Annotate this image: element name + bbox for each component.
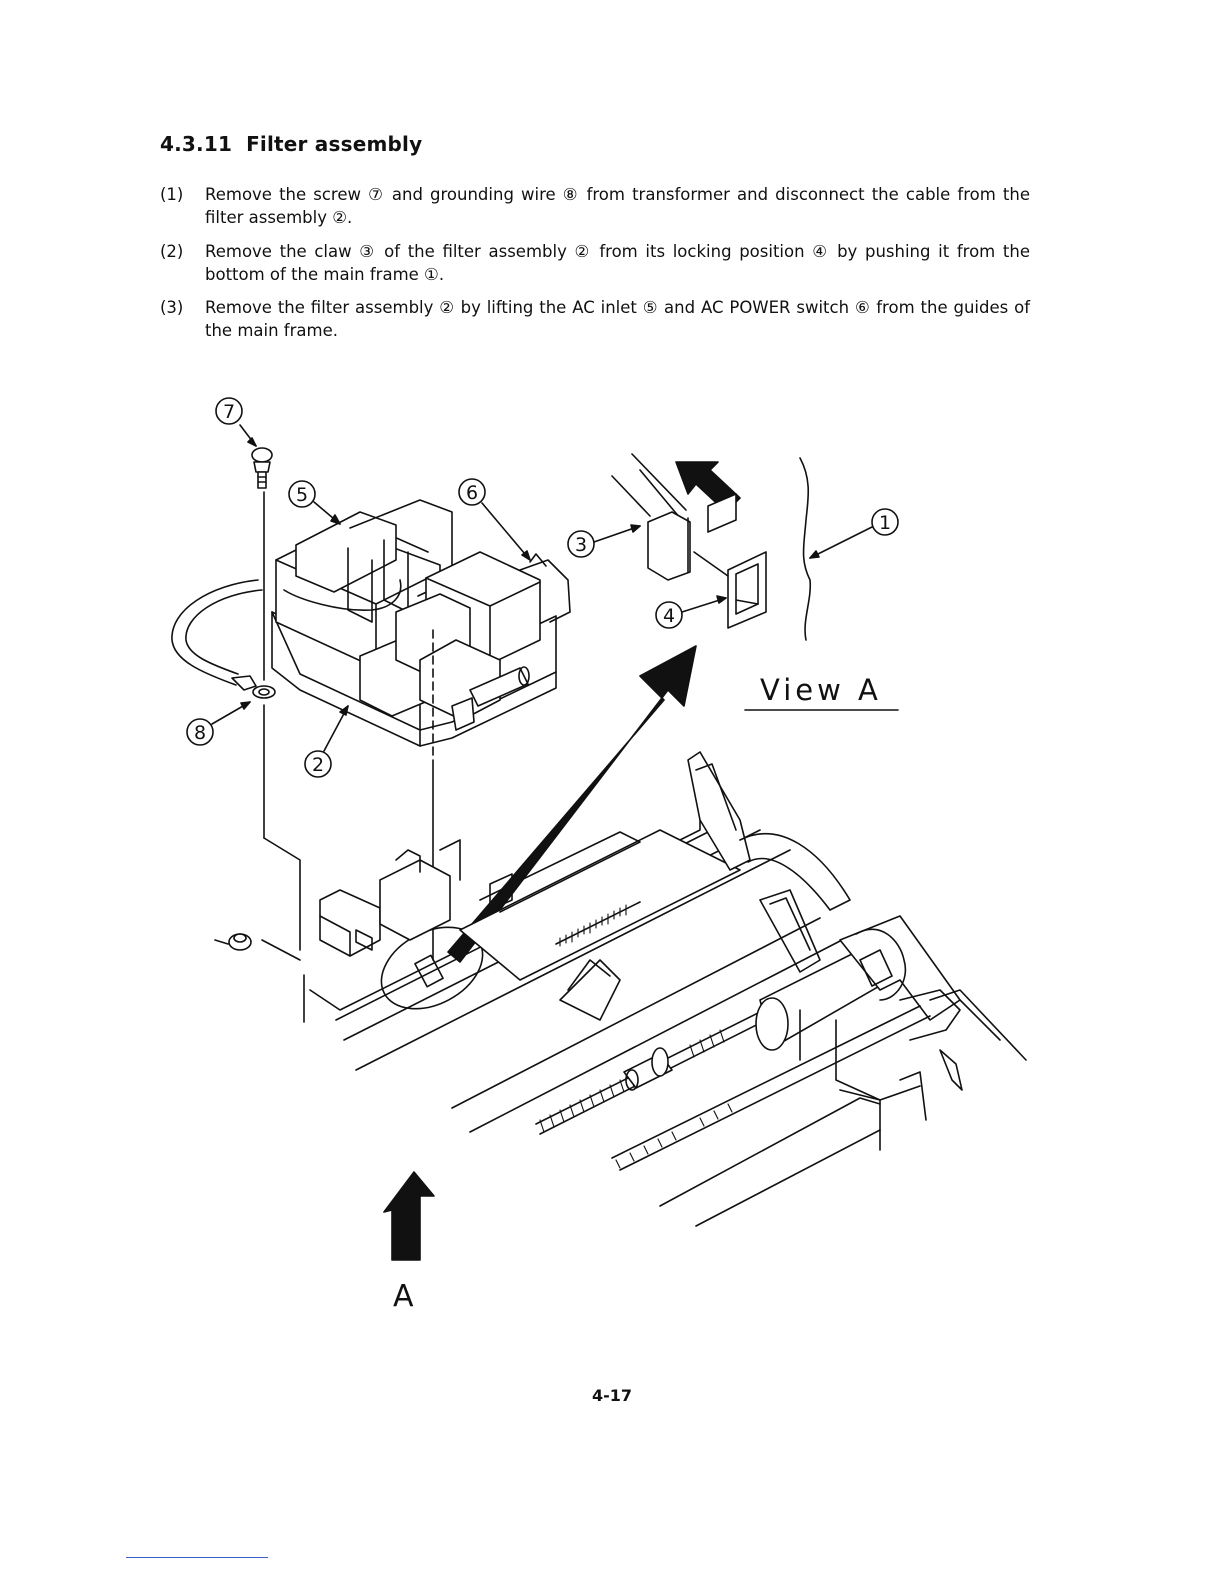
step-item: (2) Remove the claw ③ of the filter asse…	[160, 240, 1030, 286]
step-number: (2)	[160, 242, 184, 261]
callout-label: 2	[312, 754, 324, 776]
callout-6: 6	[458, 478, 531, 561]
main-frame-drawing	[214, 751, 1027, 1227]
view-direction-arrow	[383, 1171, 435, 1261]
callout-label: 8	[194, 722, 206, 744]
footer-rule	[126, 1557, 268, 1558]
filter-assembly-drawing	[271, 499, 571, 961]
callout-3: 3	[567, 524, 641, 558]
page-number: 4-17	[591, 1386, 633, 1405]
callout-label: 4	[663, 605, 675, 627]
section-number: 4.3.11	[160, 132, 233, 156]
callout-8: 8	[186, 701, 251, 746]
callout-7: 7	[215, 397, 257, 447]
step-number: (3)	[160, 298, 184, 317]
callout-label: 7	[223, 401, 235, 423]
screw-drawing	[251, 447, 273, 489]
callout-label: 6	[466, 482, 478, 504]
step-text: Remove the filter assembly ② by lifting …	[205, 298, 1030, 340]
callout-label: 5	[296, 484, 308, 506]
section-heading: 4.3.11 Filter assembly	[160, 132, 422, 156]
callout-2: 2	[304, 705, 349, 778]
step-text: Remove the claw ③ of the filter assembly…	[205, 242, 1030, 284]
view-a-detail	[611, 453, 812, 641]
section-title: Filter assembly	[246, 132, 423, 156]
step-item: (1) Remove the screw ⑦ and grounding wir…	[160, 183, 1030, 229]
callout-1: 1	[809, 508, 899, 559]
grounding-wire-drawing	[171, 579, 276, 699]
claw-location	[414, 954, 444, 988]
callout-5: 5	[288, 480, 341, 525]
callout-label: 3	[575, 534, 587, 556]
step-item: (3) Remove the filter assembly ② by lift…	[160, 296, 1030, 342]
view-direction-label: A	[393, 1279, 414, 1314]
view-label: View A	[760, 673, 882, 707]
step-number: (1)	[160, 185, 184, 204]
callout-4: 4	[655, 595, 727, 629]
step-text: Remove the screw ⑦ and grounding wire ⑧ …	[205, 185, 1030, 227]
callout-label: 1	[879, 512, 891, 534]
